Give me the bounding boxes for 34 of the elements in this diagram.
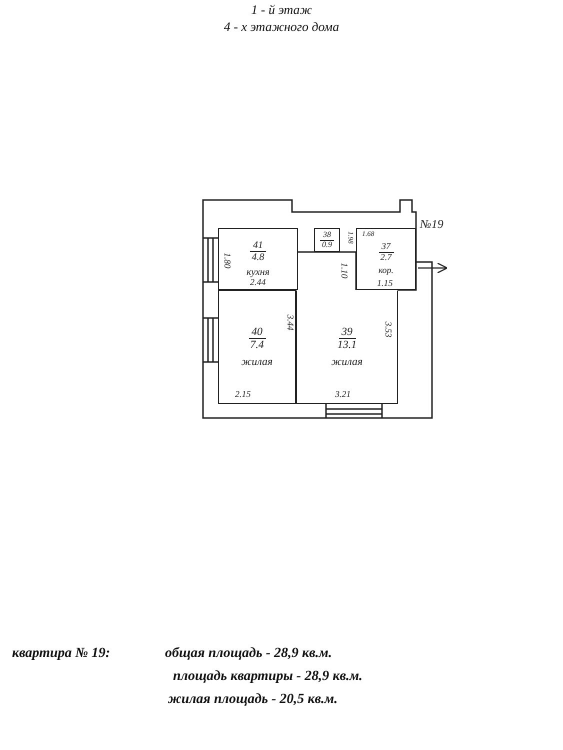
apartment-number: №19	[420, 218, 444, 230]
room-area: 2.7	[380, 252, 392, 262]
room-outline	[218, 228, 298, 290]
room-number: 37	[378, 242, 394, 253]
room-area: 13.1	[337, 339, 357, 352]
area-note: площадь квартиры - 28,9 кв.м.	[173, 669, 363, 685]
dimension-label: 3.21	[335, 390, 351, 399]
room-name: жилая	[331, 356, 363, 368]
dimension-label: 3.53	[383, 322, 392, 338]
area-note: жилая площадь - 20,5 кв.м.	[168, 692, 338, 708]
room-name: жилая	[241, 356, 273, 368]
room-area: 7.4	[250, 339, 264, 352]
room-number: 39	[338, 326, 356, 340]
dimension-label: 1.10	[339, 262, 348, 278]
room-area: 0.9	[322, 240, 332, 250]
area-note: общая площадь - 28,9 кв.м.	[165, 646, 332, 662]
dimension-label: 1.15	[377, 279, 393, 288]
room-number: 38	[320, 230, 334, 240]
room-number: 40	[248, 326, 266, 340]
room-name: кухня	[246, 267, 270, 278]
subheading: 4 - х этажного дома	[222, 19, 340, 35]
heading: 1 - й этаж	[250, 2, 313, 18]
room-area: 4.8	[252, 252, 264, 263]
dimension-label: 2.44	[250, 278, 266, 287]
apartment-label: квартира № 19:	[12, 646, 110, 662]
room-number: 41	[250, 240, 266, 252]
room-outline	[218, 290, 296, 404]
room-name: кор.	[378, 266, 394, 276]
room-outline	[314, 228, 340, 252]
dimension-label: 2.15	[235, 390, 251, 399]
room-outline	[296, 290, 398, 404]
dimension-label: 1.80	[222, 252, 232, 268]
dimension-label: 3.44	[285, 314, 294, 330]
room-outline	[356, 228, 416, 290]
